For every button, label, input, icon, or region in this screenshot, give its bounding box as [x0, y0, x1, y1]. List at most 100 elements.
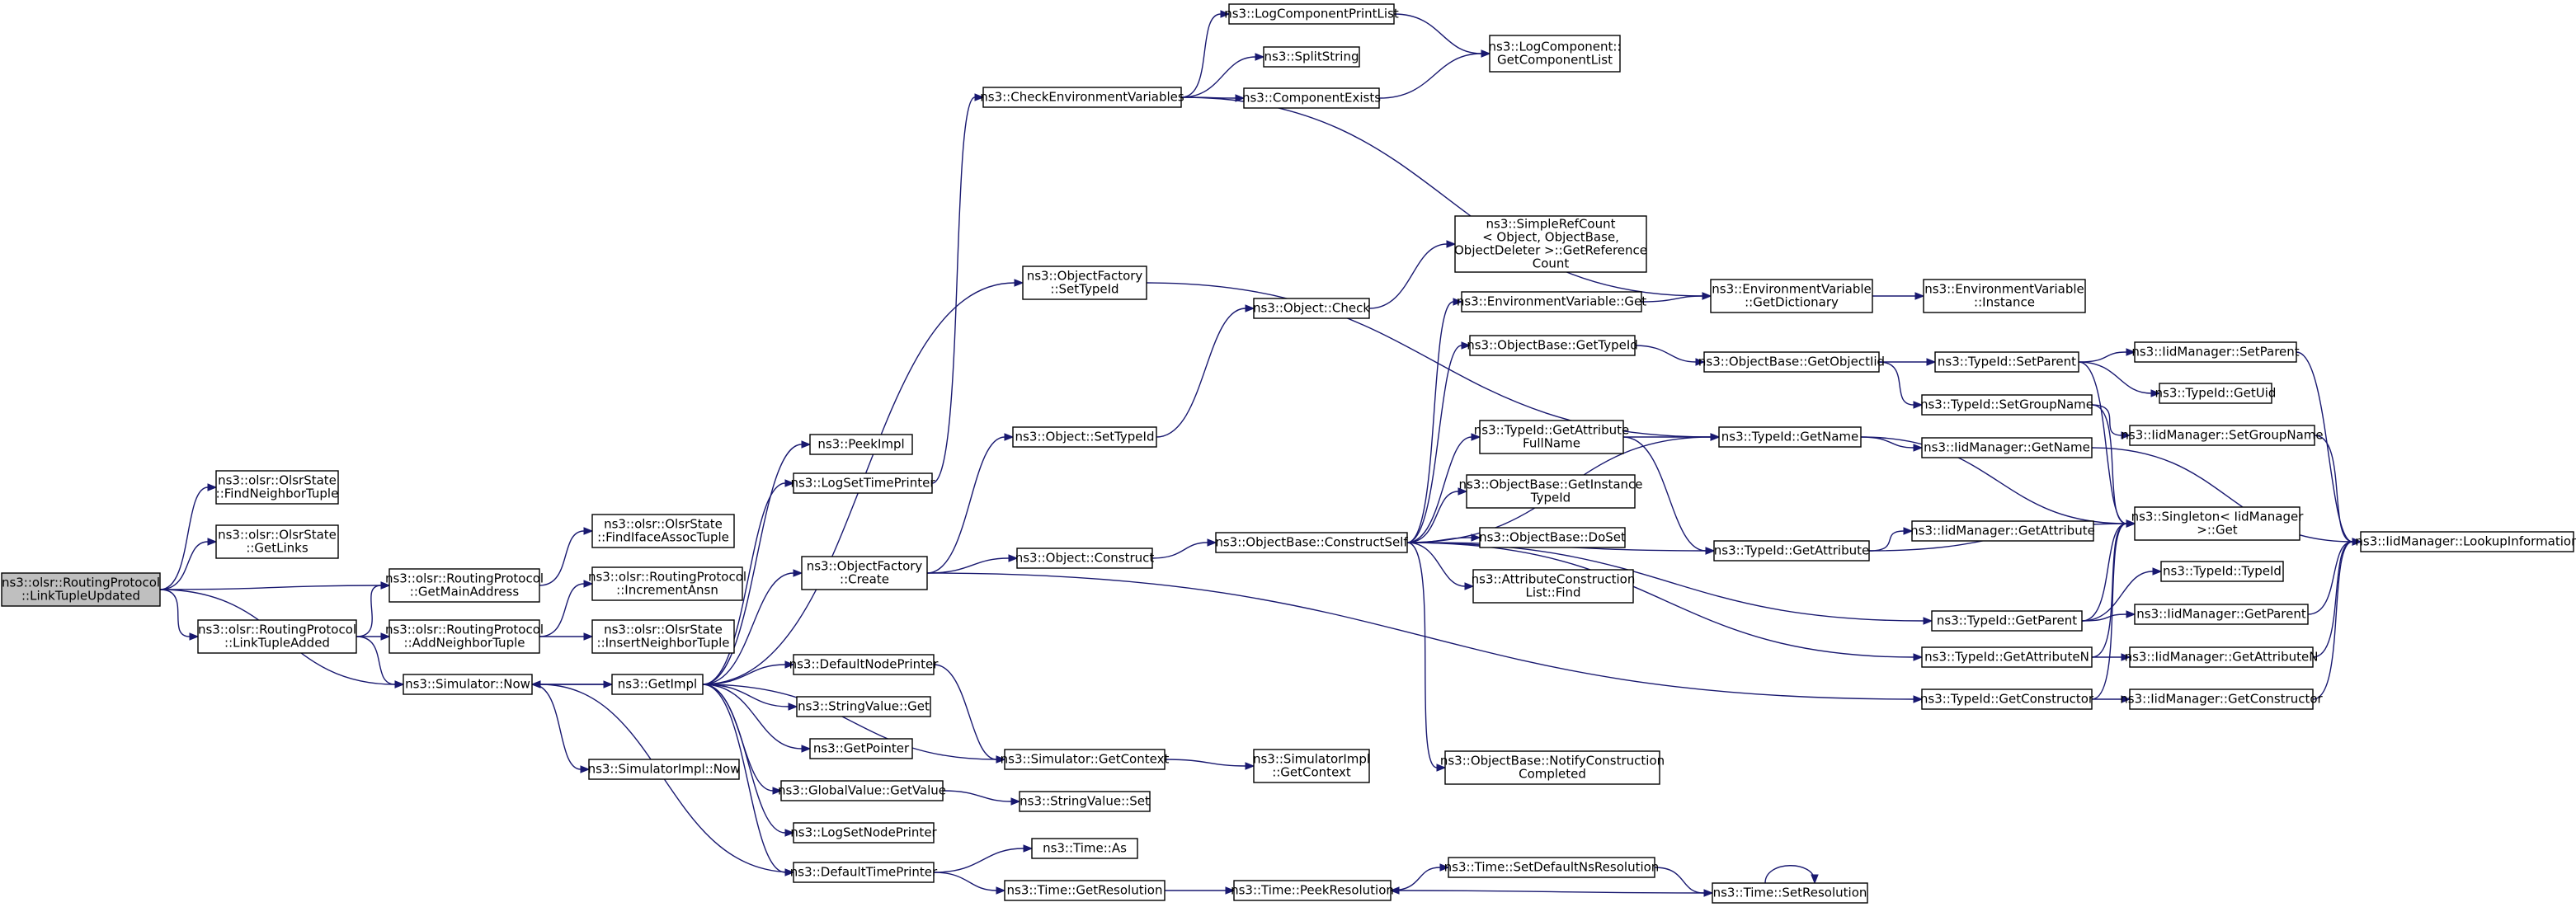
node-label: ns3::Time::PeekResolution	[1231, 883, 1394, 898]
node-doset[interactable]: ns3::ObjectBase::DoSet	[1479, 527, 1626, 548]
node-timepeekresolution[interactable]: ns3::Time::PeekResolution	[1231, 880, 1394, 901]
node-objfactorysettypeid[interactable]: ns3::ObjectFactory::SetTypeId	[1022, 266, 1147, 300]
node-iidgetattribute[interactable]: ns3::IidManager::GetAttribute	[1910, 520, 2095, 542]
node-simgetcontext[interactable]: ns3::Simulator::GetContext	[1001, 749, 1170, 770]
node-label: ns3::IidManager::GetName	[1924, 440, 2090, 455]
node-envvarget[interactable]: ns3::EnvironmentVariable::Get	[1457, 291, 1646, 313]
node-label: ns3::LogSetTimePrinter	[790, 476, 935, 491]
node-getobjectiid[interactable]: ns3::ObjectBase::GetObjectIid	[1698, 351, 1885, 373]
node-defaultnodeprinter[interactable]: ns3::DefaultNodePrinter	[789, 654, 940, 675]
node-simimplnow[interactable]: ns3::SimulatorImpl::Now	[588, 759, 741, 780]
node-constructself[interactable]: ns3::ObjectBase::ConstructSelf	[1215, 532, 1408, 553]
node-stringvalueget[interactable]: ns3::StringValue::Get	[796, 696, 931, 717]
node-defaulttimeprinter[interactable]: ns3::DefaultTimePrinter	[790, 862, 938, 883]
node-typeidgetconstructor[interactable]: ns3::TypeId::GetConstructor	[1920, 688, 2094, 710]
edge-arrowhead	[1389, 886, 1400, 895]
node-label: ns3::ObjectFactory	[1027, 269, 1143, 284]
edge-arrowhead	[1245, 304, 1255, 313]
edge-line	[159, 541, 209, 590]
node-logsetnodeprinter[interactable]: ns3::LogSetNodePrinter	[790, 822, 938, 844]
node-iidgetattributen[interactable]: ns3::IidManager::GetAttributeN	[2125, 646, 2319, 668]
edge-getimpl-to-defaulttimeprinter	[702, 684, 795, 876]
node-typeidsetparent[interactable]: ns3::TypeId::SetParent	[1934, 351, 2079, 373]
edge-constructself-to-envvarget	[1406, 298, 1463, 543]
node-timeas[interactable]: ns3::Time::As	[1031, 838, 1138, 859]
node-splitstring[interactable]: ns3::SplitString	[1263, 46, 1360, 68]
node-iidlookupinfo[interactable]: ns3::IidManager::LookupInformation	[2355, 531, 2576, 552]
node-timegetresolution[interactable]: ns3::Time::GetResolution	[1004, 880, 1166, 901]
node-envvargetdict[interactable]: ns3::EnvironmentVariable::GetDictionary	[1710, 279, 1873, 313]
node-objectsettypeid[interactable]: ns3::Object::SetTypeId	[1012, 426, 1157, 448]
node-getpointer[interactable]: ns3::GetPointer	[809, 738, 913, 759]
node-typeidtypeid[interactable]: ns3::TypeId::TypeId	[2160, 561, 2284, 582]
node-findifaceassoc[interactable]: ns3::olsr::OlsrState::FindIfaceAssocTupl…	[591, 514, 735, 548]
node-typeidgetname[interactable]: ns3::TypeId::GetName	[1718, 426, 1862, 448]
node-iidsetgroupname[interactable]: ns3::IidManager::SetGroupName	[2121, 425, 2324, 446]
node-label: ns3::Simulator::GetContext	[1001, 752, 1170, 767]
node-label: ns3::IidManager::GetConstructor	[2120, 692, 2323, 707]
edge-defaultnodeprinter-to-simgetcontext	[933, 664, 1006, 764]
edge-arrowhead	[793, 569, 803, 577]
node-addneighbortuple[interactable]: ns3::olsr::RoutingProtocol::AddNeighborT…	[385, 619, 544, 654]
node-iidgetconstructor[interactable]: ns3::IidManager::GetConstructor	[2120, 688, 2324, 710]
node-simimplgetcontext[interactable]: ns3::SimulatorImpl::GetContext	[1253, 749, 1370, 783]
edge-arrowhead	[1464, 582, 1475, 590]
node-label: ::SetTypeId	[1050, 282, 1118, 297]
node-insertneighbortuple[interactable]: ns3::olsr::OlsrState::InsertNeighborTupl…	[591, 619, 735, 654]
node-linktupleadded[interactable]: ns3::olsr::RoutingProtocol::LinkTupleAdd…	[197, 619, 357, 654]
node-setdefaultnsres[interactable]: ns3::Time::SetDefaultNsResolution	[1444, 857, 1660, 878]
node-label: ns3::IidManager::SetParent	[2131, 345, 2299, 360]
node-root[interactable]: ns3::olsr::RoutingProtocol::LinkTupleUpd…	[1, 572, 161, 607]
edge-simgetcontext-to-simimplgetcontext	[1164, 759, 1255, 770]
edge-line	[1156, 308, 1246, 438]
node-logcompprintlist[interactable]: ns3::LogComponentPrintList	[1224, 3, 1399, 25]
edge-line	[702, 684, 803, 750]
node-componentexists[interactable]: ns3::ComponentExists	[1242, 87, 1381, 109]
node-incrementansn[interactable]: ns3::olsr::RoutingProtocol::IncrementAns…	[588, 566, 746, 601]
node-objectconstruct[interactable]: ns3::Object::Construct	[1015, 547, 1155, 569]
node-getimpl[interactable]: ns3::GetImpl	[611, 674, 704, 695]
node-singletonget[interactable]: ns3::Singleton< IidManager>::Get	[2131, 506, 2305, 541]
node-box	[197, 619, 357, 654]
node-stringvalueset[interactable]: ns3::StringValue::Set	[1019, 791, 1151, 812]
node-notifyconstruction[interactable]: ns3::ObjectBase::NotifyConstructionCompl…	[1440, 750, 1665, 785]
node-findneighbortuple[interactable]: ns3::olsr::OlsrState::FindNeighborTuple	[215, 470, 339, 505]
node-getmainaddress[interactable]: ns3::olsr::RoutingProtocol::GetMainAddre…	[385, 568, 544, 603]
node-objbasegettypeid[interactable]: ns3::ObjectBase::GetTypeId	[1467, 335, 1638, 356]
edge-iidgetparent-to-iidlookupinfo	[2307, 538, 2362, 615]
node-label: ns3::Object::SetTypeId	[1015, 430, 1155, 444]
edge-arrowhead	[1014, 279, 1024, 287]
edge-objfactorycreate-to-objectsettypeid	[926, 433, 1015, 574]
edge-timesetresolution-to-timesetresolution	[1764, 865, 1819, 885]
node-box	[801, 556, 928, 590]
node-logsettimeprinter[interactable]: ns3::LogSetTimePrinter	[790, 472, 935, 494]
node-typeidgetattributen[interactable]: ns3::TypeId::GetAttributeN	[1921, 646, 2093, 668]
node-globalvaluegetvalue[interactable]: ns3::GlobalValue::GetValue	[778, 780, 946, 801]
node-typeidgetparent[interactable]: ns3::TypeId::GetParent	[1931, 610, 2083, 632]
node-simnow[interactable]: ns3::Simulator::Now	[403, 674, 533, 695]
node-objfactorycreate[interactable]: ns3::ObjectFactory::Create	[801, 556, 928, 590]
edge-arrowhead	[1461, 341, 1472, 350]
node-typeidgetattribute[interactable]: ns3::TypeId::GetAttribute	[1713, 540, 1870, 562]
edge-root-to-findneighbortuple	[159, 483, 218, 590]
node-checkenvvars[interactable]: ns3::CheckEnvironmentVariables	[980, 87, 1184, 108]
node-objectcheck[interactable]: ns3::Object::Check	[1253, 298, 1370, 319]
node-timesetresolution[interactable]: ns3::Time::SetResolution	[1712, 882, 1868, 904]
node-logcompgetlist[interactable]: ns3::LogComponent::GetComponentList	[1489, 35, 1622, 73]
node-iidgetparent[interactable]: ns3::IidManager::GetParent	[2134, 604, 2309, 625]
node-envvarinstance[interactable]: ns3::EnvironmentVariable::Instance	[1923, 279, 2086, 313]
node-simplerefcount[interactable]: ns3::SimpleRefCount< Object, ObjectBase,…	[1454, 215, 1647, 273]
node-typeidgetuid[interactable]: ns3::TypeId::GetUid	[2155, 383, 2277, 404]
node-label: ns3::Simulator::Now	[405, 677, 530, 692]
node-peekimpl[interactable]: ns3::PeekImpl	[809, 434, 913, 455]
node-typeidsetgroupname[interactable]: ns3::TypeId::SetGroupName	[1920, 394, 2093, 416]
node-iidgetname[interactable]: ns3::IidManager::GetName	[1921, 437, 2093, 458]
node-getlinks[interactable]: ns3::olsr::OlsrState::GetLinks	[215, 524, 339, 559]
edge-arrowhead	[1914, 292, 1925, 300]
node-iidsetparent[interactable]: ns3::IidManager::SetParent	[2131, 341, 2300, 363]
edge-linktupleadded-to-addneighbortuple	[356, 632, 391, 641]
node-box	[1253, 749, 1370, 783]
